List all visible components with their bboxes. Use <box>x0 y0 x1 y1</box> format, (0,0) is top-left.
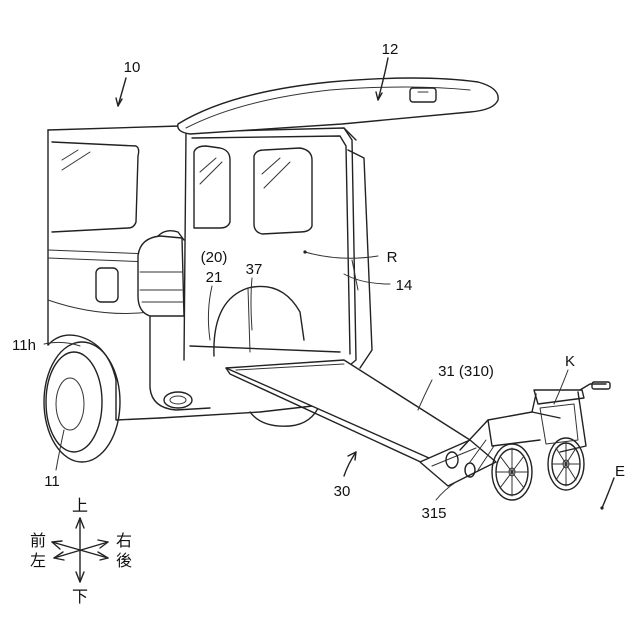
label-ground: E <box>615 463 625 480</box>
label-floor: 21 <box>206 269 223 286</box>
label-wheelchair: K <box>565 353 575 370</box>
label-floor-edge: 37 <box>246 261 263 278</box>
label-ramp-tip: 315 <box>421 505 446 522</box>
label-ramp-unit: 30 <box>334 483 351 500</box>
direction-up: 上 <box>72 496 88 515</box>
direction-right: 右 <box>116 531 132 550</box>
label-floor-group: (20) <box>201 249 228 266</box>
label-cabin-side: R <box>387 249 398 266</box>
vehicle-body <box>44 126 330 462</box>
direction-down: 下 <box>72 587 88 606</box>
label-door-frame: 14 <box>396 277 413 294</box>
direction-left: 左 <box>30 551 46 570</box>
direction-front: 前 <box>30 531 46 550</box>
label-wheel-arch: 11h <box>12 337 36 354</box>
label-ramp: 31 (310) <box>438 363 494 380</box>
direction-rear: 後 <box>116 551 132 570</box>
label-back-door: 12 <box>382 41 399 58</box>
back-door <box>178 78 498 140</box>
label-vehicle: 10 <box>124 59 141 76</box>
label-wheel: 11 <box>44 473 60 490</box>
direction-indicator: 上 下 前 左 右 後 <box>30 496 132 606</box>
